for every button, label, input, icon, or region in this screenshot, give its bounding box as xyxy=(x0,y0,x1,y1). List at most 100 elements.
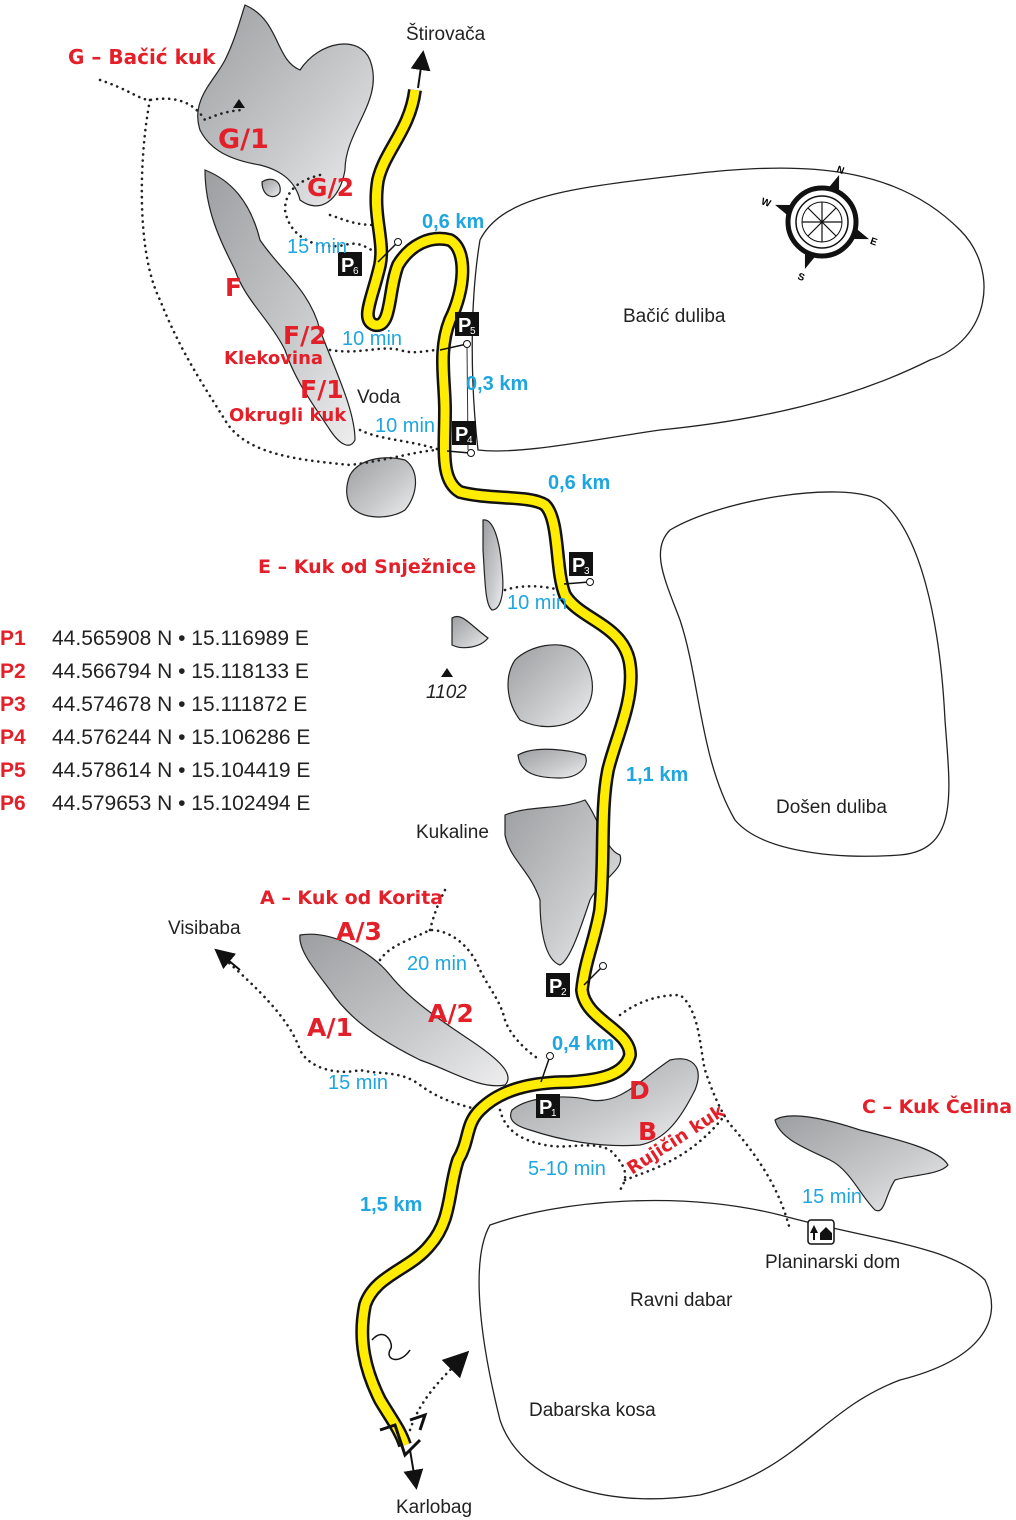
svg-text:1: 1 xyxy=(551,1108,557,1119)
time-label: 20 min xyxy=(407,953,467,975)
triangle-peak-icon xyxy=(441,668,453,677)
trail-visibaba-arrow xyxy=(214,948,241,971)
parking-p1[interactable]: P1 xyxy=(536,1052,560,1120)
sector-f2-name: Klekovina xyxy=(224,348,323,369)
distance-label: 0,4 km xyxy=(552,1033,614,1055)
distance-label: 0,6 km xyxy=(422,211,484,233)
time-label: 15 min xyxy=(328,1072,388,1094)
rock-a xyxy=(299,933,509,1087)
rock-kukaline-2 xyxy=(517,748,587,779)
label-voda: Voda xyxy=(357,387,401,408)
compass-rose-icon: N E S W xyxy=(759,164,878,284)
label-kukaline: Kukaline xyxy=(416,822,489,843)
svg-text:S: S xyxy=(796,271,806,284)
sector-b-label: B xyxy=(638,1117,657,1146)
time-label: 10 min xyxy=(507,592,567,614)
trail-g xyxy=(98,78,442,467)
sector-a3-label: A/3 xyxy=(336,917,382,946)
parking-p2[interactable]: P2 xyxy=(546,962,607,999)
river xyxy=(371,1333,411,1361)
trail-a xyxy=(218,888,542,1112)
time-label: 15 min xyxy=(287,236,347,258)
trail-karlobag xyxy=(408,1350,470,1432)
sector-a-label: A – Kuk od Korita xyxy=(260,887,443,909)
parking-icon: P xyxy=(549,976,562,998)
triangle-peak-icon xyxy=(233,99,245,108)
label-dosen-duliba: Došen duliba xyxy=(776,797,887,818)
sector-f1-label: F/1 xyxy=(300,375,344,404)
sector-f-label: F xyxy=(225,273,242,302)
label-south-destination: Karlobag xyxy=(396,1497,472,1518)
label-dabarska-kosa: Dabarska kosa xyxy=(529,1400,656,1421)
time-label: 15 min xyxy=(802,1186,862,1208)
sector-e-label: E – Kuk od Snježnice xyxy=(258,556,476,578)
sector-a2-label: A/2 xyxy=(428,999,474,1028)
sector-d-label: D xyxy=(629,1076,650,1105)
bacic-duliba-outline xyxy=(471,167,985,452)
svg-text:N: N xyxy=(835,164,846,177)
svg-text:5: 5 xyxy=(470,326,476,337)
label-planinarski-dom: Planinarski dom xyxy=(765,1252,900,1273)
trail-b xyxy=(498,993,792,1232)
main-road xyxy=(355,88,638,1448)
parking-icon: P xyxy=(458,315,471,337)
rock-small-1 xyxy=(451,616,489,649)
label-north-destination: Štirovača xyxy=(406,23,486,45)
svg-text:6: 6 xyxy=(353,266,359,277)
sector-g1-label: G/1 xyxy=(218,124,269,155)
time-label: 5-10 min xyxy=(528,1158,606,1180)
rock-g xyxy=(197,4,374,207)
svg-text:W: W xyxy=(759,196,772,210)
time-label: 10 min xyxy=(375,415,435,437)
svg-text:4: 4 xyxy=(467,435,473,446)
distance-label: 0,6 km xyxy=(548,472,610,494)
svg-text:2: 2 xyxy=(561,987,567,998)
parking-icon: P xyxy=(539,1097,552,1119)
rock-kukaline-1 xyxy=(507,644,594,728)
distance-label: 1,1 km xyxy=(626,764,688,786)
label-peak-1102: 1102 xyxy=(426,682,467,703)
rock-c xyxy=(774,1115,949,1212)
sector-g2-label: G/2 xyxy=(307,173,354,202)
rock-bd xyxy=(509,1058,699,1147)
rock-e xyxy=(482,519,504,611)
distance-label: 0,3 km xyxy=(466,373,528,395)
svg-text:E: E xyxy=(868,236,878,249)
dosen-duliba-outline xyxy=(659,491,950,857)
sector-f2-label: F/2 xyxy=(283,321,327,350)
sector-f1-name: Okrugli kuk xyxy=(229,405,347,426)
sector-g-label: G – Bačić kuk xyxy=(68,45,216,69)
sector-a1-label: A/1 xyxy=(307,1013,353,1042)
arrow-north xyxy=(410,50,431,89)
trail-e xyxy=(503,584,562,592)
mountain-hut-icon xyxy=(807,1219,835,1245)
arrow-south xyxy=(403,1449,424,1490)
distance-label: 1,5 km xyxy=(360,1194,422,1216)
label-ravni-dabar: Ravni dabar xyxy=(630,1290,733,1311)
svg-text:3: 3 xyxy=(584,566,590,577)
parking-p3[interactable]: P3 xyxy=(563,552,594,586)
trail-f xyxy=(328,347,442,452)
parking-icon: P xyxy=(341,255,354,277)
rock-f xyxy=(204,169,356,446)
parking-icon: P xyxy=(455,424,468,446)
sector-c-label: C – Kuk Čelina xyxy=(862,1094,1012,1118)
parking-p4[interactable]: P4 xyxy=(446,421,476,457)
rock-kukaline-3 xyxy=(504,799,622,966)
label-west-destination: Visibaba xyxy=(168,918,241,939)
time-label: 10 min xyxy=(342,328,402,350)
rock-voda xyxy=(346,457,417,518)
parking-p6[interactable]: P6 xyxy=(338,238,402,278)
ravni-dabar-outline xyxy=(478,1199,993,1500)
label-bacic-duliba: Bačić duliba xyxy=(623,306,726,327)
parking-p5[interactable]: P5 xyxy=(439,312,479,351)
zigzag xyxy=(379,1412,428,1458)
